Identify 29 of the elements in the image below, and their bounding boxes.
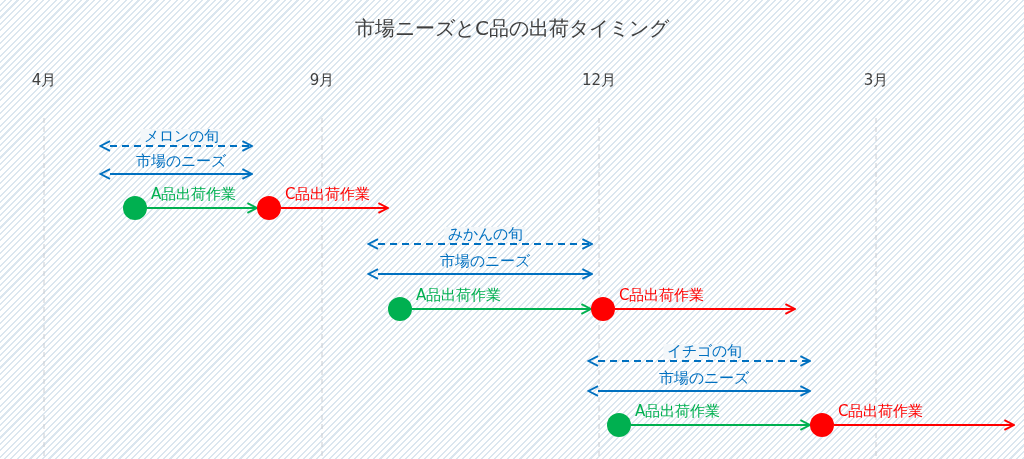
milestone-dot	[591, 297, 615, 321]
month-label: 4月	[31, 73, 57, 88]
milestone-dot	[123, 196, 147, 220]
demand-label: 市場のニーズ	[440, 254, 530, 269]
milestone-dot	[810, 413, 834, 437]
arrow	[833, 419, 1015, 431]
edge-label: A品出荷作業	[635, 404, 721, 419]
demand-label: 市場のニーズ	[659, 371, 749, 386]
arrow	[630, 419, 811, 431]
edge-label: A品出荷作業	[416, 288, 502, 303]
milestone-dot	[257, 196, 281, 220]
season-label: イチゴの旬	[663, 344, 745, 359]
milestone-dot	[607, 413, 631, 437]
month-label: 3月	[863, 73, 889, 88]
edge-label: A品出荷作業	[151, 187, 237, 202]
month-label: 9月	[309, 73, 335, 88]
demand-label: 市場のニーズ	[136, 154, 226, 169]
season-label: メロンの旬	[140, 129, 222, 144]
month-label: 12月	[581, 73, 617, 88]
edge-label: C品出荷作業	[285, 187, 371, 202]
arrow	[146, 202, 258, 214]
edge-label: C品出荷作業	[619, 288, 705, 303]
season-label: みかんの旬	[444, 227, 526, 242]
milestone-dot	[388, 297, 412, 321]
arrow	[411, 303, 592, 315]
chart-title: 市場ニーズとC品の出荷タイミング	[355, 18, 669, 38]
arrow	[280, 202, 389, 214]
edge-label: C品出荷作業	[838, 404, 924, 419]
arrow	[614, 303, 796, 315]
